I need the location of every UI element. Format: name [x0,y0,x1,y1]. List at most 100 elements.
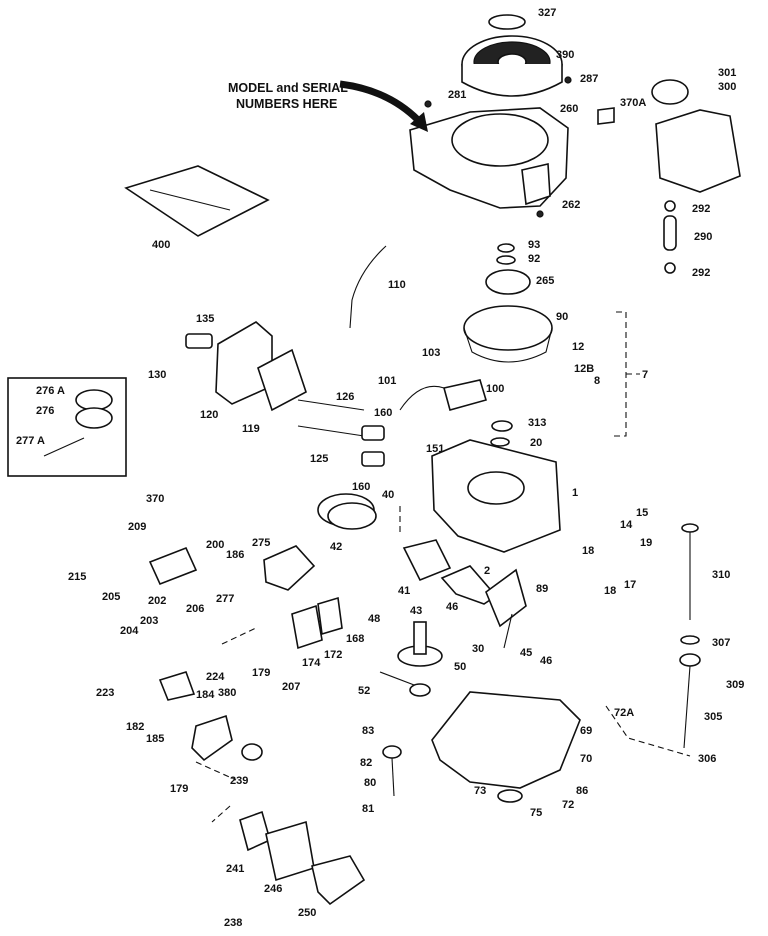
gasket-168-172 [291,596,343,650]
breather-313 [490,420,513,447]
pto-parts [382,745,523,803]
label-46-bolt: 46 [540,655,552,667]
label-18-top: 18 [582,545,594,557]
inset-box-276 [7,377,127,477]
label-45: 45 [520,647,532,659]
label-82: 82 [360,757,372,769]
label-18-bottom: 18 [604,585,616,597]
valves [297,399,365,437]
label-75: 75 [530,807,542,819]
label-292-bottom: 292 [692,267,710,279]
label-223: 223 [96,687,114,699]
ground-wire-110 [349,245,387,329]
label-81: 81 [362,803,374,815]
label-2: 2 [484,565,490,577]
label-19: 19 [640,537,652,549]
label-204: 204 [120,625,139,637]
cam-gear-50 [397,621,443,667]
label-160-top: 160 [374,407,392,419]
label-400: 400 [152,239,170,251]
rewind-starter-390 [461,35,563,97]
label-80: 80 [364,777,376,789]
label-276A: 276 A [36,385,65,397]
label-306: 306 [698,753,716,765]
label-92: 92 [528,253,540,265]
cylinder-head-120 [215,321,273,405]
model-serial-note-line1: MODEL and SERIAL [228,81,348,95]
label-12B: 12B [574,363,594,375]
label-246: 246 [264,883,282,895]
label-151: 151 [426,443,444,455]
label-83: 83 [362,725,374,737]
label-277A: 277 A [16,435,45,447]
label-327: 327 [538,7,556,19]
label-101: 101 [378,375,396,387]
blower-housing-260 [409,107,569,209]
air-filter-275 [263,545,316,591]
label-15: 15 [636,507,648,519]
label-309: 309 [726,679,744,691]
label-42: 42 [330,541,342,553]
label-135: 135 [196,313,214,325]
label-174: 174 [302,657,321,669]
label-215: 215 [68,571,86,583]
label-17: 17 [624,579,636,591]
label-239: 239 [230,775,248,787]
cap-327 [488,14,526,30]
fuel-tank-300 [651,79,741,193]
label-160-bottom: 160 [352,481,370,493]
label-300: 300 [718,81,736,93]
label-8: 8 [594,375,600,387]
label-182: 182 [126,721,144,733]
label-130: 130 [148,369,166,381]
arrow-to-model-number [339,80,428,132]
label-30: 30 [472,643,484,655]
label-310: 310 [712,569,730,581]
label-89: 89 [536,583,548,595]
label-40: 40 [382,489,394,501]
label-69: 69 [580,725,592,737]
label-119: 119 [242,423,260,435]
label-1: 1 [572,487,578,499]
label-120: 120 [200,409,218,421]
spark-plug-135 [185,333,213,349]
dashed-leader-lines [195,311,691,823]
gasket-119 [257,348,307,412]
label-185: 185 [146,733,164,745]
label-313: 313 [528,417,546,429]
label-179-bottom: 179 [170,783,188,795]
label-207: 207 [282,681,300,693]
label-41: 41 [398,585,410,597]
label-370: 370 [146,493,164,505]
carburetor-parts [148,546,263,762]
label-262: 262 [562,199,580,211]
label-93: 93 [528,239,540,251]
valve-springs [361,425,385,467]
label-380: 380 [218,687,236,699]
label-276: 276 [36,405,54,417]
label-205: 205 [102,591,120,603]
screw-287 [564,76,572,84]
label-277: 277 [216,593,234,605]
label-206: 206 [186,603,204,615]
label-50: 50 [454,661,466,673]
label-224: 224 [206,671,225,683]
label-290: 290 [694,231,712,243]
label-281: 281 [448,89,466,101]
label-203: 203 [140,615,158,627]
screw-262 [536,210,544,218]
ignition-module-100 [399,379,488,411]
label-275: 275 [252,537,270,549]
label-70: 70 [580,753,592,765]
label-265: 265 [536,275,554,287]
label-200: 200 [206,539,224,551]
filter-parts [239,810,366,906]
cam-lifter-52 [379,671,431,697]
label-287: 287 [580,73,598,85]
label-390: 390 [556,49,574,61]
label-202: 202 [148,595,166,607]
label-73: 73 [474,785,486,797]
piston-rings-42 [317,493,377,530]
label-43: 43 [410,605,422,617]
